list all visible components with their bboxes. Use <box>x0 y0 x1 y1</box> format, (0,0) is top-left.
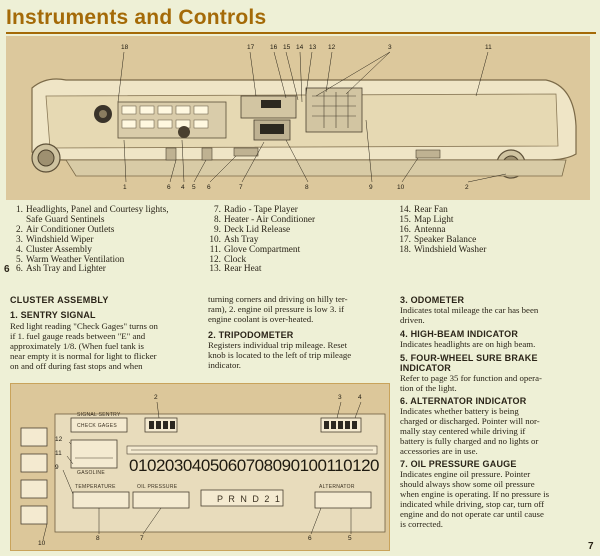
dash-callout-18: 18 <box>121 44 129 51</box>
speed-mark: 20 <box>155 456 174 475</box>
high-beam-body: Indicates headlights are on high beam. <box>400 339 536 349</box>
legend-col-2: 7.Radio - Tape Player 8.Heater - Air Con… <box>206 205 386 275</box>
dash-callout-4: 4 <box>181 184 185 191</box>
alternator-body: Indicates whether battery is being charg… <box>400 406 540 456</box>
dash-callout-17: 17 <box>247 44 255 51</box>
legend-item: 11.Glove Compartment <box>209 244 301 255</box>
gauge-callout-6: 6 <box>308 535 312 542</box>
gauge-callout-7: 7 <box>140 535 144 542</box>
gauge-callout-10: 10 <box>38 540 46 547</box>
gauge-cluster-drawing <box>20 401 386 541</box>
temperature-label: TEMPERATURE <box>75 484 116 490</box>
gauge-callout-9: 9 <box>55 464 59 471</box>
legend-col-1: 1.Headlights, Panel and Courtesy lights,… <box>8 205 218 275</box>
check-gages-label: CHECK GAGES <box>77 423 117 429</box>
dash-callout-6b: 6 <box>207 184 211 191</box>
legend-item: 8.Heater - Air Conditioner <box>214 214 316 225</box>
speed-mark: 90 <box>281 456 300 475</box>
tripodometer-title: 2. TRIPODOMETER <box>208 330 294 340</box>
title-divider <box>6 32 596 34</box>
legend-item: 12.Clock <box>209 254 247 265</box>
gear-display: P R N D 2 1 <box>217 494 282 504</box>
gauge-callout-5: 5 <box>348 535 352 542</box>
legend-item: 7.Radio - Tape Player <box>214 205 298 215</box>
left-page-number: 6 <box>4 264 10 275</box>
speed-mark: 120 <box>352 456 379 475</box>
dash-callout-5: 5 <box>192 184 196 191</box>
legend-item: 3.Windshield Wiper <box>16 234 94 245</box>
legend-col-3: 14.Rear Fan 15.Map Light 16.Antenna 17.S… <box>396 205 586 256</box>
dash-callout-3-top: 3 <box>388 44 392 51</box>
speed-mark: 0 <box>129 456 138 475</box>
high-beam-title: 4. HIGH-BEAM INDICATOR <box>400 329 519 339</box>
tripodometer-body: Registers individual trip mileage. Reset… <box>208 340 352 370</box>
dash-callout-15: 15 <box>283 44 291 51</box>
legend-item: 6.Ash Tray and Lighter <box>16 264 106 275</box>
odometer-body: Indicates total mileage the car has been… <box>400 305 539 325</box>
dash-callout-12: 12 <box>328 44 336 51</box>
speed-mark: 40 <box>191 456 210 475</box>
legend-item: 9.Deck Lid Release <box>214 224 291 235</box>
speed-mark: 70 <box>245 456 264 475</box>
speed-mark: 10 <box>138 456 156 475</box>
alternator-label: ALTERNATOR <box>319 484 355 490</box>
dashboard-drawing <box>31 51 577 183</box>
dash-callout-14: 14 <box>296 44 304 51</box>
dash-callout-8: 8 <box>305 184 309 191</box>
speedometer-scale: 0 10 20 30 40 50 60 70 80 90 100 110 120 <box>129 456 379 476</box>
speed-mark: 80 <box>263 456 282 475</box>
legend-item: 2.Air Conditioner Outlets <box>16 224 115 235</box>
right-column: 3. ODOMETER Indicates total mileage the … <box>400 295 588 529</box>
alternator-title: 6. ALTERNATOR INDICATOR <box>400 396 527 406</box>
cluster-heading: CLUSTER ASSEMBLY <box>10 295 109 305</box>
page-title: Instruments and Controls <box>6 6 267 29</box>
sentry-signal-continued: turning corners and driving on hilly ter… <box>208 294 348 324</box>
sentry-signal-body: Red light reading "Check Gages" turns on… <box>10 321 158 371</box>
legend-item: 10.Ash Tray <box>209 234 259 245</box>
oil-pressure-label: OIL PRESSURE <box>137 484 178 490</box>
speed-mark: 60 <box>227 456 246 475</box>
legend-item: 13.Rear Heat <box>209 264 262 275</box>
legend-item: 5.Warm Weather Ventilation <box>16 254 125 265</box>
odometer-title: 3. ODOMETER <box>400 295 465 305</box>
legend-item: 16.Antenna <box>399 224 446 235</box>
legend-item: 4.Cluster Assembly <box>16 244 92 255</box>
legend-item: 14.Rear Fan <box>399 205 448 215</box>
signal-sentry-label: SIGNAL SENTRY <box>77 412 121 418</box>
dash-callout-16: 16 <box>270 44 278 51</box>
legend-item: 18.Windshield Washer <box>399 244 487 255</box>
gauge-cluster-illustration: SIGNAL SENTRY CHECK GAGES GASOLINE TEMPE… <box>10 383 390 551</box>
gauge-callout-11: 11 <box>55 450 62 457</box>
speed-mark: 30 <box>173 456 192 475</box>
dash-callout-10: 10 <box>397 184 405 191</box>
legend-item: 1.Headlights, Panel and Courtesy lights, <box>16 205 169 215</box>
speed-mark: 50 <box>209 456 228 475</box>
gauge-callout-8: 8 <box>96 535 100 542</box>
legend-item: Safe Guard Sentinels <box>26 214 105 225</box>
legend-item: 17.Speaker Balance <box>399 234 477 245</box>
dash-callout-11: 11 <box>485 44 492 51</box>
oil-pressure-title: 7. OIL PRESSURE GAUGE <box>400 459 517 469</box>
speed-mark: 110 <box>326 456 353 475</box>
sentry-signal-title: 1. SENTRY SIGNAL <box>10 310 96 320</box>
gauge-callout-2: 2 <box>154 394 158 401</box>
gauge-callout-12: 12 <box>55 436 63 443</box>
dash-callout-1: 1 <box>123 184 127 191</box>
gauge-callout-4: 4 <box>358 394 362 401</box>
gasoline-label: GASOLINE <box>77 470 105 476</box>
legend-item: 15.Map Light <box>399 214 454 225</box>
dash-callout-2: 2 <box>465 184 469 191</box>
speed-mark: 100 <box>299 456 327 475</box>
dash-callout-7: 7 <box>239 184 243 191</box>
dashboard-illustration: 18 17 16 15 14 13 12 11 3 1 6 4 5 6 7 8 … <box>6 36 590 200</box>
right-page-number: 7 <box>588 541 594 552</box>
oil-pressure-body: Indicates engine oil pressure. Pointer s… <box>400 469 550 529</box>
dash-callout-13: 13 <box>309 44 317 51</box>
dash-callout-9: 9 <box>369 184 373 191</box>
gauge-callout-3: 3 <box>338 394 342 401</box>
sure-brake-title: 5. FOUR-WHEEL SURE BRAKE INDICATOR <box>400 353 538 373</box>
dash-callout-6a: 6 <box>167 184 171 191</box>
sure-brake-body: Refer to page 35 for function and opera-… <box>400 373 542 393</box>
